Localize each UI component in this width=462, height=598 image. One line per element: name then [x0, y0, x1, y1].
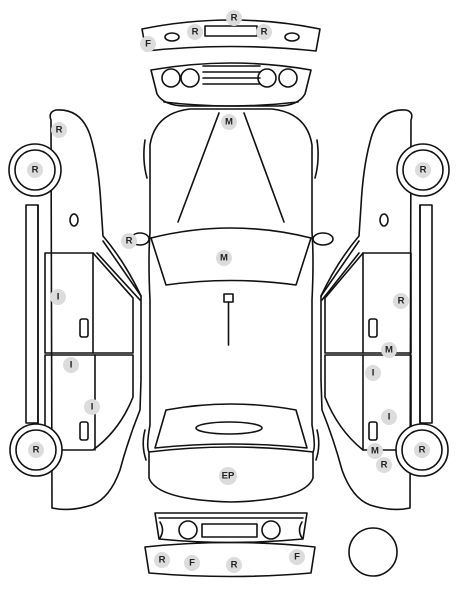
svg-text:F: F — [294, 552, 300, 563]
damage-marker[interactable]: R — [27, 162, 43, 178]
damage-marker[interactable]: M — [221, 114, 237, 130]
svg-text:R: R — [159, 555, 166, 566]
damage-marker[interactable]: R — [414, 442, 430, 458]
svg-text:M: M — [371, 446, 379, 457]
svg-text:R: R — [56, 125, 63, 136]
svg-text:F: F — [189, 558, 195, 569]
svg-text:R: R — [420, 165, 427, 176]
svg-text:R: R — [231, 13, 238, 24]
damage-marker[interactable]: R — [226, 557, 242, 573]
damage-marker[interactable]: EP — [219, 467, 237, 485]
front-bumper[interactable] — [144, 541, 316, 578]
svg-text:I: I — [388, 412, 391, 423]
svg-text:R: R — [398, 296, 405, 307]
damage-marker[interactable]: R — [121, 233, 137, 249]
damage-marker[interactable]: I — [63, 357, 79, 373]
svg-text:I: I — [57, 292, 60, 303]
right-side-view[interactable] — [320, 109, 433, 511]
right-mirror-shape[interactable] — [312, 232, 334, 246]
svg-text:F: F — [145, 39, 151, 50]
fuel-cap[interactable] — [348, 527, 398, 577]
damage-marker[interactable]: F — [289, 549, 305, 565]
damage-marker[interactable]: I — [365, 365, 381, 381]
svg-text:R: R — [231, 560, 238, 571]
trunk-rear-panel[interactable] — [150, 62, 312, 107]
damage-marker[interactable]: R — [51, 122, 67, 138]
damage-marker[interactable]: R — [393, 293, 409, 309]
damage-marker[interactable]: I — [50, 289, 66, 305]
damage-marker[interactable]: R — [256, 24, 272, 40]
damage-marker[interactable]: I — [381, 409, 397, 425]
svg-text:I: I — [70, 360, 73, 371]
svg-text:R: R — [381, 460, 388, 471]
damage-marker[interactable]: F — [140, 36, 156, 52]
svg-text:M: M — [385, 345, 393, 356]
damage-marker[interactable]: I — [84, 399, 100, 415]
left-side-view[interactable] — [25, 109, 142, 511]
damage-marker[interactable]: R — [376, 457, 392, 473]
damage-marker[interactable]: M — [216, 250, 232, 266]
svg-text:I: I — [372, 368, 375, 379]
svg-text:R: R — [419, 445, 426, 456]
damage-marker[interactable]: M — [367, 443, 383, 459]
damage-marker[interactable]: R — [226, 10, 242, 26]
svg-text:EP: EP — [222, 471, 235, 482]
svg-text:R: R — [261, 27, 268, 38]
svg-text:M: M — [225, 117, 233, 128]
svg-text:R: R — [32, 165, 39, 176]
car-body-top-view[interactable] — [142, 108, 320, 503]
damage-marker[interactable]: R — [28, 442, 44, 458]
svg-text:I: I — [91, 402, 94, 413]
damage-marker[interactable]: R — [415, 162, 431, 178]
damage-marker[interactable]: F — [184, 555, 200, 571]
rear-bumper[interactable] — [141, 19, 321, 52]
svg-text:R: R — [192, 27, 199, 38]
damage-marker[interactable]: M — [381, 342, 397, 358]
damage-marker[interactable]: R — [187, 24, 203, 40]
svg-text:R: R — [126, 236, 133, 247]
front-headlights[interactable] — [154, 512, 308, 544]
damage-marker[interactable]: R — [154, 552, 170, 568]
svg-text:R: R — [33, 445, 40, 456]
svg-text:M: M — [220, 253, 228, 264]
